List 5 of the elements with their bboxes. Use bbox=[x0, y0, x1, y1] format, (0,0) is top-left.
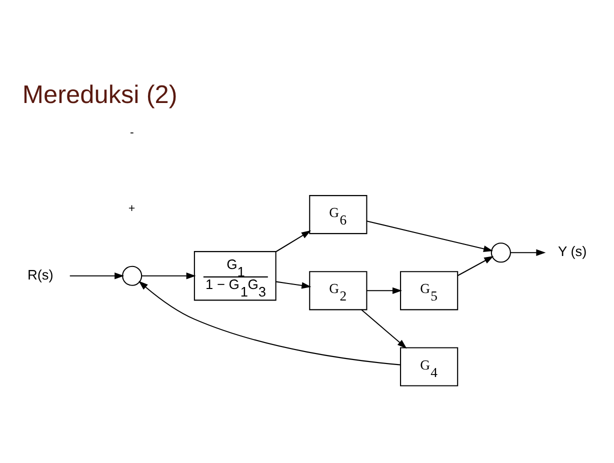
diagram-title: Mereduksi (2) bbox=[22, 80, 178, 108]
label: + bbox=[128, 202, 136, 215]
node-text: R(s) bbox=[27, 266, 54, 282]
label: - bbox=[130, 126, 134, 139]
node-text: Y (s) bbox=[558, 244, 587, 259]
